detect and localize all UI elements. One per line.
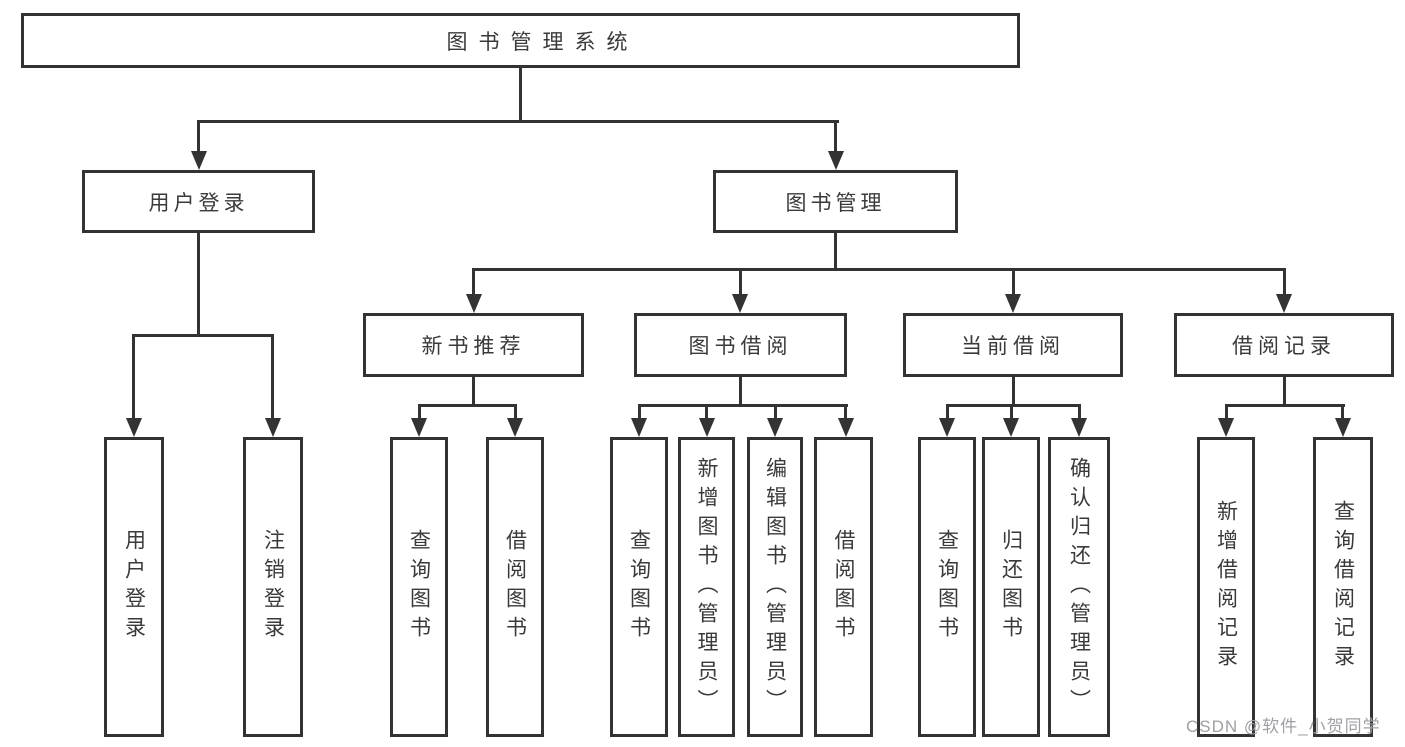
connector-records-drop — [1224, 404, 1228, 420]
leaf-node-edit-book-admin: 编辑图书（管理员） — [747, 437, 803, 737]
connector-records-stem — [1282, 377, 1286, 407]
leaf-node-query-borrow-record: 查询借阅记录 — [1313, 437, 1373, 737]
connector-records-drop — [1341, 404, 1344, 420]
connector-borrow-stem — [738, 377, 742, 407]
leaf-label: 确认归还（管理员） — [1067, 456, 1091, 718]
arrowhead-icon — [1334, 418, 1351, 437]
arrowhead-icon — [1003, 418, 1019, 437]
leaf-label: 新增借阅记录 — [1214, 500, 1238, 674]
connector-current-hbar — [945, 404, 1081, 407]
root-node-library-system: 图书管理系统 — [21, 13, 1020, 68]
connector-borrow-drop — [705, 404, 708, 420]
leaf-node-add-borrow-record: 新增借阅记录 — [1197, 437, 1255, 737]
arrowhead-icon — [732, 294, 748, 313]
connector-root-hbar — [197, 120, 839, 123]
arrowhead-icon — [1071, 418, 1087, 437]
leaf-node-confirm-return-admin: 确认归还（管理员） — [1048, 437, 1110, 737]
leaf-label: 查询借阅记录 — [1331, 500, 1355, 674]
connector-bookmgmt-stem — [834, 233, 837, 271]
arrowhead-icon — [698, 418, 715, 437]
connector-recommend-drop — [417, 404, 421, 420]
arrowhead-icon — [264, 418, 281, 437]
node-user-login: 用户登录 — [82, 170, 315, 233]
arrowhead-icon — [1218, 418, 1234, 437]
connector-bookmgmt-drop — [1011, 268, 1015, 297]
arrowhead-icon — [827, 151, 844, 170]
watermark: CSDN @软件_小贺同学 — [1186, 717, 1381, 736]
leaf-node-query-books-borrow: 查询图书 — [610, 437, 668, 737]
leaf-label: 借阅图书 — [832, 529, 855, 645]
connector-current-drop — [1009, 404, 1013, 420]
arrowhead-icon — [837, 418, 854, 437]
connector-bookmgmt-hbar — [472, 268, 1286, 271]
connector-recommend-drop — [513, 404, 517, 420]
leaf-label: 归还图书 — [999, 529, 1023, 645]
connector-root-drop — [197, 120, 200, 153]
arrowhead-icon — [465, 294, 482, 313]
leaf-label: 借阅图书 — [503, 529, 527, 645]
connector-recommend-hbar — [417, 404, 517, 407]
leaf-node-logout: 注销登录 — [243, 437, 303, 737]
connector-current-stem — [1011, 377, 1015, 407]
leaf-label: 查询图书 — [935, 529, 959, 645]
leaf-label: 用户登录 — [122, 529, 146, 645]
leaf-label: 新增图书（管理员） — [695, 456, 718, 718]
arrowhead-icon — [190, 151, 207, 170]
arrowhead-icon — [631, 418, 647, 437]
leaf-node-return-book: 归还图书 — [982, 437, 1040, 737]
connector-records-hbar — [1224, 404, 1345, 407]
connector-root-stem — [518, 68, 522, 123]
connector-userlogin-hbar — [132, 334, 274, 337]
connector-userlogin-drop — [271, 334, 274, 419]
leaf-label: 查询图书 — [627, 529, 651, 645]
leaf-label: 编辑图书（管理员） — [763, 456, 787, 718]
connector-bookmgmt-drop — [1282, 268, 1286, 297]
leaf-node-query-books-current: 查询图书 — [918, 437, 976, 737]
leaf-node-user-login: 用户登录 — [104, 437, 164, 737]
connector-root-drop — [834, 120, 837, 153]
leaf-node-query-books-recommend: 查询图书 — [390, 437, 448, 737]
leaf-node-borrow-books-recommend: 借阅图书 — [486, 437, 544, 737]
arrowhead-icon — [939, 418, 955, 437]
node-book-borrow: 图书借阅 — [634, 313, 847, 377]
connector-userlogin-drop — [132, 334, 135, 419]
node-borrow-records: 借阅记录 — [1174, 313, 1394, 377]
connector-bookmgmt-drop — [472, 268, 475, 297]
leaf-node-borrow-books: 借阅图书 — [814, 437, 873, 737]
node-book-management: 图书管理 — [713, 170, 958, 233]
connector-bookmgmt-drop — [738, 268, 742, 297]
connector-current-drop — [945, 404, 949, 420]
connector-userlogin-stem — [197, 233, 200, 336]
connector-borrow-drop — [844, 404, 847, 420]
arrowhead-icon — [1005, 294, 1021, 313]
node-new-book-recommend: 新书推荐 — [363, 313, 584, 377]
connector-borrow-drop — [637, 404, 641, 420]
arrowhead-icon — [411, 418, 427, 437]
connector-borrow-drop — [773, 404, 777, 420]
arrowhead-icon — [125, 418, 142, 437]
connector-borrow-hbar — [637, 404, 848, 407]
connector-current-drop — [1077, 404, 1081, 420]
connector-recommend-stem — [472, 377, 475, 407]
node-current-borrow: 当前借阅 — [903, 313, 1123, 377]
arrowhead-icon — [507, 418, 523, 437]
arrowhead-icon — [767, 418, 783, 437]
arrowhead-icon — [1276, 294, 1292, 313]
leaf-label: 注销登录 — [261, 529, 285, 645]
leaf-node-add-book-admin: 新增图书（管理员） — [678, 437, 735, 737]
leaf-label: 查询图书 — [407, 529, 431, 645]
